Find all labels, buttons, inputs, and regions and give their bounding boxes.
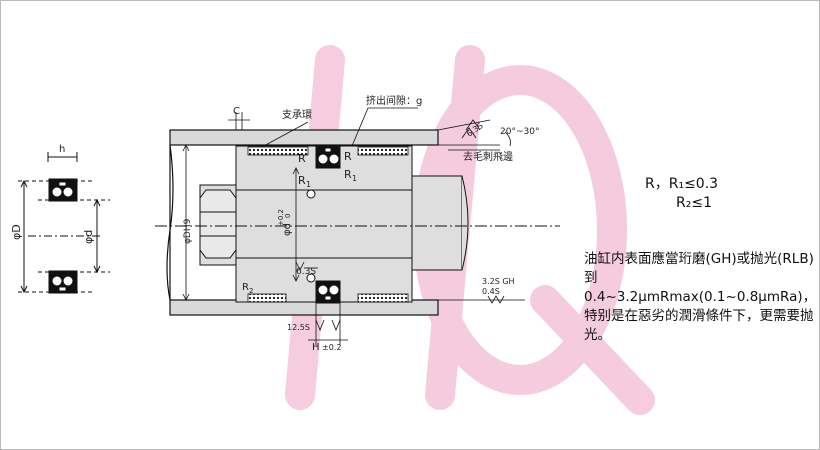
label-bore-dh9: φDH9 — [183, 218, 193, 244]
label-phi-d: φd — [82, 230, 95, 244]
label-radius-r-right: R — [344, 150, 352, 163]
dimension-lines — [182, 107, 525, 345]
label-groove-width-tol: ±0.2 — [322, 343, 341, 352]
label-groove-width-h: H — [312, 342, 320, 353]
label-phi-D: φD — [10, 224, 23, 240]
label-deburr: 去毛刺飛邊 — [463, 150, 513, 163]
label-bore-finish-top: 3.2S GH — [482, 277, 515, 286]
label-bore-finish-bottom: 0.4S — [482, 287, 500, 296]
label-rod-d: φd — [282, 223, 293, 236]
piston-body — [199, 145, 413, 303]
label-radius-r1-left-sub: 1 — [306, 180, 311, 189]
label-radius-r1-right: R — [344, 168, 352, 181]
support-rings — [247, 146, 409, 303]
surface-finish-note: 油缸内表面應當珩磨(GH)或抛光(RLB)到0.4~3.2μmRmax(0.1~… — [584, 251, 817, 343]
label-radius-r1-left: R — [298, 174, 306, 187]
seal-cross-section — [18, 152, 110, 294]
label-radius-r2: R — [242, 282, 249, 293]
label-support-ring: 支承環 — [282, 109, 312, 121]
piston-seal — [306, 145, 341, 304]
piston-rod — [411, 175, 469, 271]
label-radius-r2-sub: 2 — [249, 287, 253, 295]
label-groove-finish-side: 12.5S — [287, 323, 310, 332]
label-extrusion-gap: 挤出间隙：g — [366, 94, 422, 107]
label-groove-finish: 6.3S — [296, 267, 316, 277]
label-radius-r-left: R — [298, 152, 306, 165]
label-chamfer-c: C — [233, 106, 240, 117]
label-radius-r1-right-sub: 1 — [352, 174, 357, 183]
label-rod-tol-upper: +0.2 — [277, 209, 285, 226]
label-angle-range: 20°~30° — [500, 127, 539, 137]
spec-radius-r2: R₂≤1 — [676, 195, 712, 211]
cylinder-wall — [166, 129, 439, 316]
label-rod-tol-lower: 0 — [284, 214, 292, 218]
spec-radius-r-r1: R，R₁≤0.3 — [645, 176, 719, 192]
label-h: h — [59, 144, 65, 155]
